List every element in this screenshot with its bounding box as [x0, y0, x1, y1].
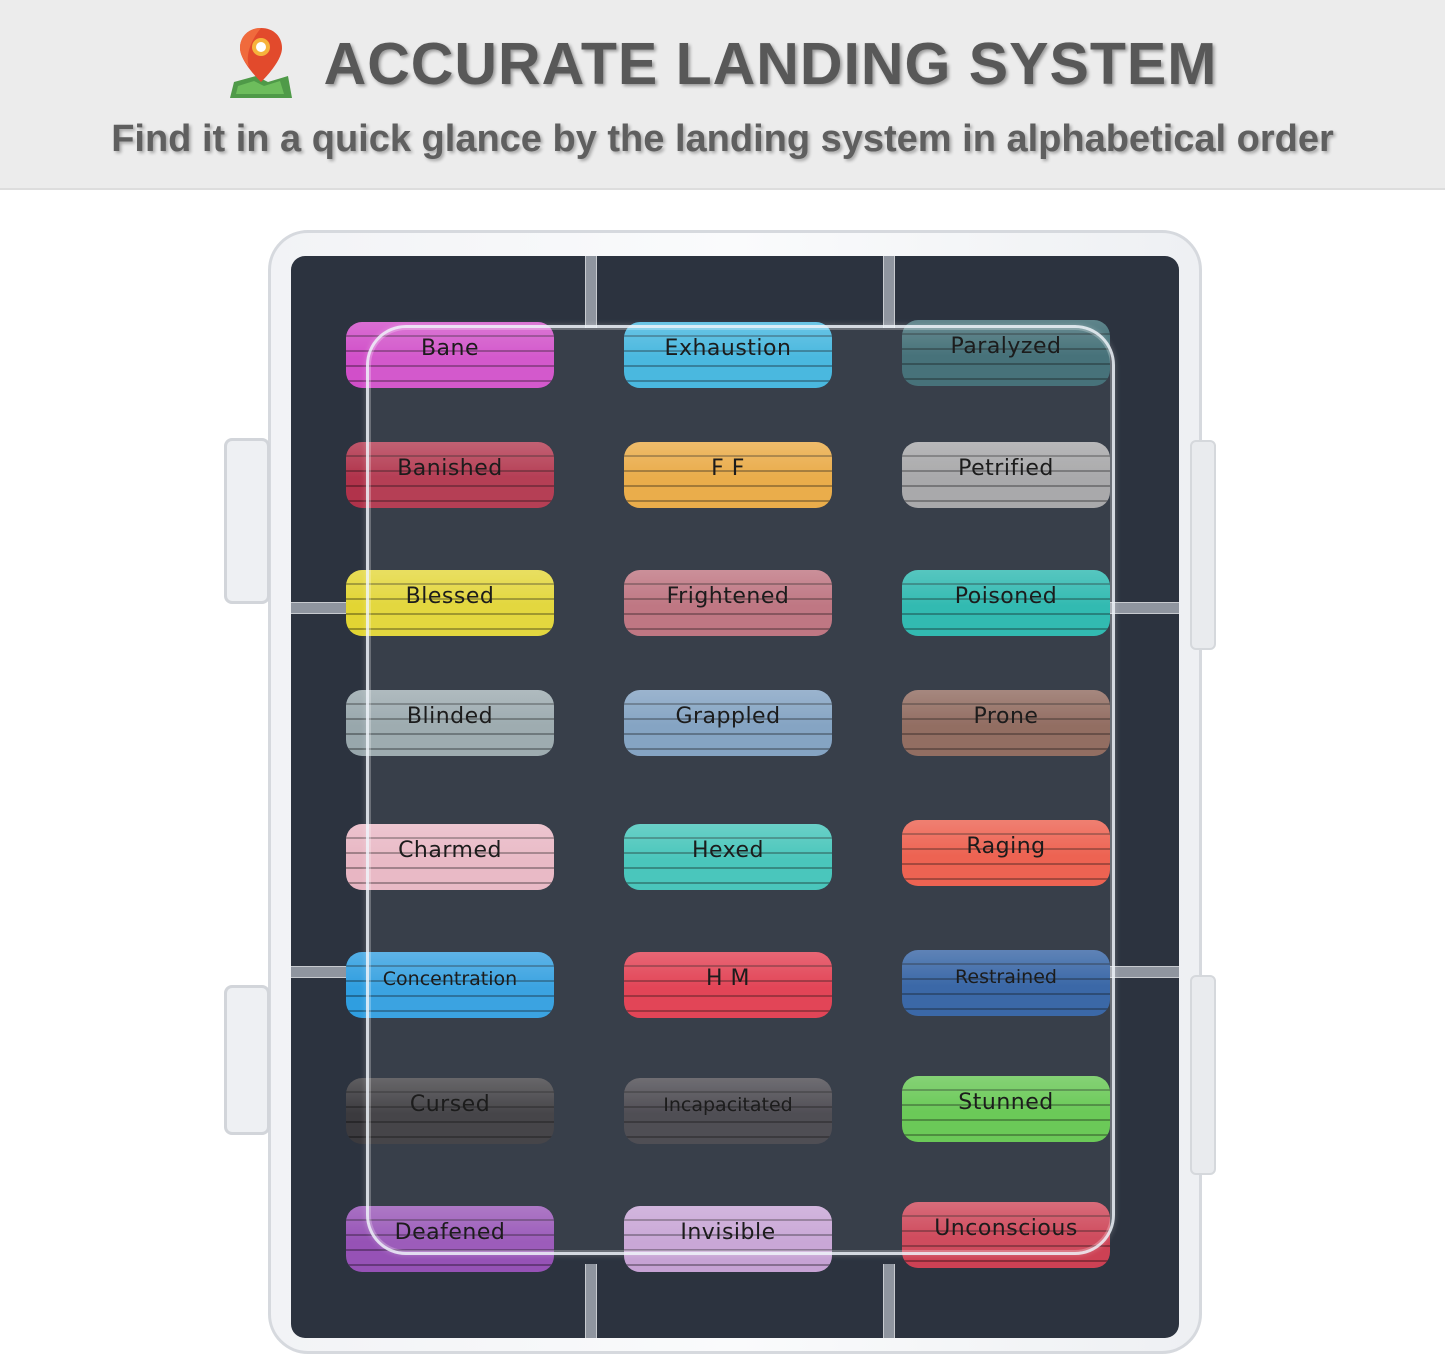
tray-divider: [883, 1264, 895, 1338]
token-label: Stunned: [958, 1090, 1054, 1115]
token-stack: Unconscious: [902, 1202, 1110, 1268]
token-label: Deafened: [394, 1220, 506, 1245]
token-stack: Poisoned: [902, 570, 1110, 636]
token-stack: Incapacitated: [624, 1078, 832, 1144]
token-label: Charmed: [398, 838, 502, 863]
token-stack: Bane: [346, 322, 554, 388]
tray-divider: [1109, 966, 1179, 978]
token-label: Restrained: [955, 966, 1057, 988]
token-label: Hexed: [691, 838, 765, 863]
map-pin-icon: [229, 28, 292, 98]
tray-divider: [585, 1264, 597, 1338]
token-label: Grappled: [675, 704, 781, 729]
token-label: H M: [705, 966, 751, 991]
token-label: F F: [711, 456, 745, 481]
tray-divider: [585, 256, 597, 328]
token-label: Incapacitated: [663, 1094, 793, 1116]
tray-divider: [1109, 602, 1179, 614]
token-stack: Raging: [902, 820, 1110, 886]
token-label: Invisible: [680, 1220, 776, 1245]
token-label: Blessed: [405, 584, 495, 609]
page-title: ACCURATE LANDING SYSTEM: [323, 31, 1218, 97]
token-stack: Blinded: [346, 690, 554, 756]
token-label: Unconscious: [934, 1216, 1078, 1241]
token-stack: H M: [624, 952, 832, 1018]
token-stack: Charmed: [346, 824, 554, 890]
token-stack: Prone: [902, 690, 1110, 756]
token-label: Poisoned: [954, 584, 1058, 609]
token-label: Frightened: [666, 584, 790, 609]
token-stack: Concentration: [346, 952, 554, 1018]
foam-tray: [291, 256, 1179, 1338]
token-stack: Grappled: [624, 690, 832, 756]
token-label: Banished: [397, 456, 503, 481]
token-stack: Stunned: [902, 1076, 1110, 1142]
token-stack: F F: [624, 442, 832, 508]
token-stack: Banished: [346, 442, 554, 508]
token-stack: Restrained: [902, 950, 1110, 1016]
token-stack: Blessed: [346, 570, 554, 636]
page-subtitle: Find it in a quick glance by the landing…: [111, 118, 1334, 160]
title-row: ACCURATE LANDING SYSTEM: [0, 14, 1445, 114]
token-stack: Petrified: [902, 442, 1110, 508]
token-label: Raging: [966, 834, 1046, 859]
token-label: Concentration: [382, 968, 518, 990]
token-label: Bane: [420, 336, 480, 361]
token-stack: Hexed: [624, 824, 832, 890]
token-label: Prone: [973, 704, 1039, 729]
token-stack: Paralyzed: [902, 320, 1110, 386]
token-label: Cursed: [409, 1092, 491, 1117]
box-hinge-bottom: [1190, 975, 1216, 1175]
tray-divider: [291, 966, 363, 978]
box-latch-bottom: [224, 985, 270, 1135]
token-stack: Deafened: [346, 1206, 554, 1272]
token-label: Blinded: [406, 704, 494, 729]
token-stack: Invisible: [624, 1206, 832, 1272]
box-hinge-top: [1190, 440, 1216, 650]
token-label: Paralyzed: [950, 334, 1062, 359]
token-stack: Cursed: [346, 1078, 554, 1144]
token-label: Petrified: [958, 456, 1054, 481]
tray-divider: [291, 602, 363, 614]
token-label: Exhaustion: [664, 336, 792, 361]
tray-divider: [883, 256, 895, 328]
token-stack: Frightened: [624, 570, 832, 636]
header-banner: ACCURATE LANDING SYSTEM Find it in a qui…: [0, 0, 1445, 190]
token-stack: Exhaustion: [624, 322, 832, 388]
box-latch-top: [224, 438, 270, 604]
